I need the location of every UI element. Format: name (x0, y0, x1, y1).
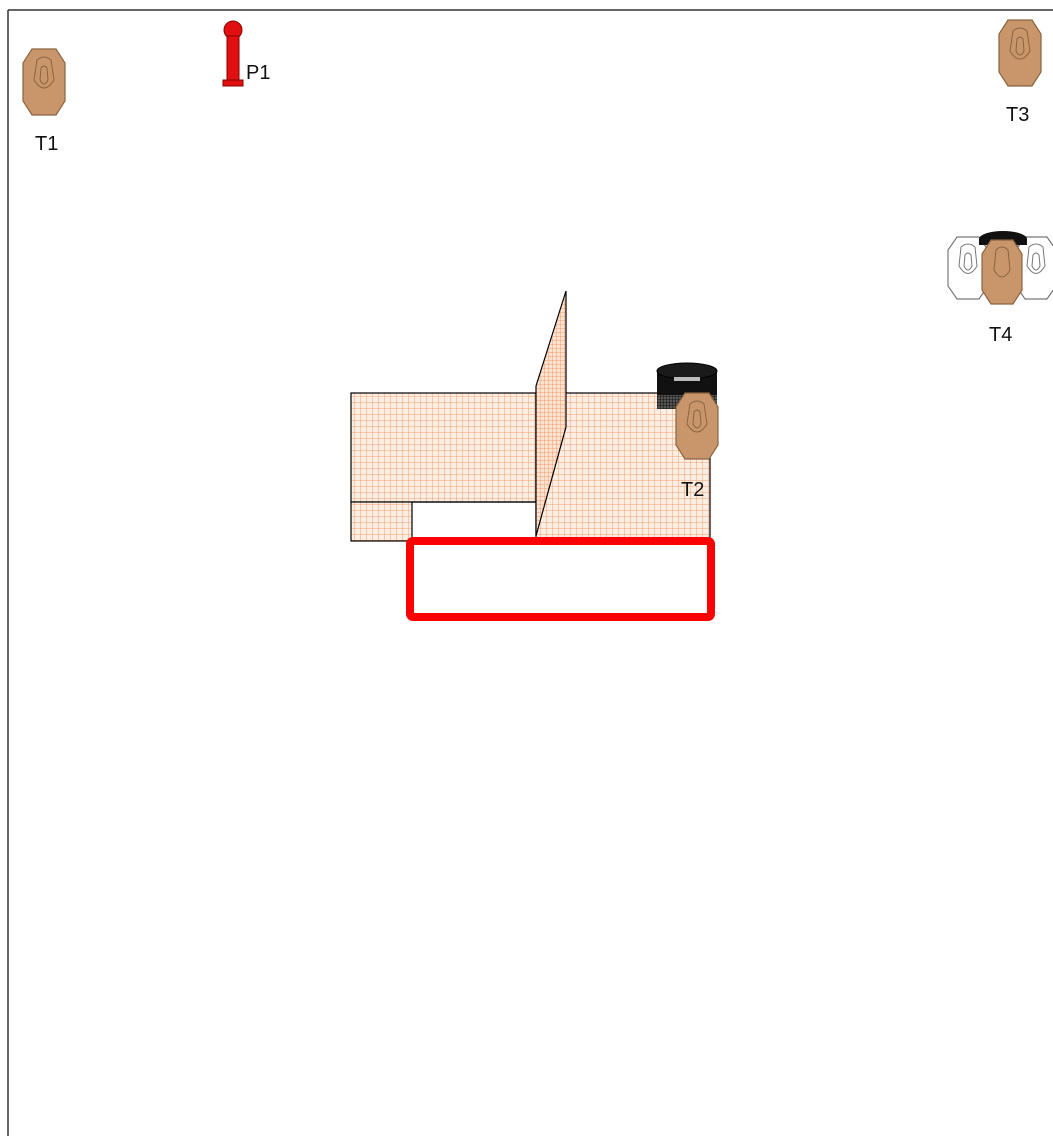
shooting-area-box (410, 541, 711, 617)
paper-target-icon (982, 240, 1022, 304)
paper-target-icon (999, 20, 1041, 86)
popper-icon (223, 21, 243, 86)
paper-target-icon (23, 49, 65, 115)
wall-left-upper (351, 393, 536, 502)
target-label-t2: T2 (681, 479, 704, 501)
target-t4: T4 (948, 231, 1053, 346)
target-t1: T1 (23, 49, 65, 155)
target-label-t4: T4 (989, 324, 1012, 346)
wall-structure (351, 291, 710, 541)
target-label-t3: T3 (1006, 104, 1029, 126)
wall-left-lower (351, 502, 412, 541)
popper-label-p1: P1 (246, 62, 270, 84)
target-label-t1: T1 (35, 133, 58, 155)
target-t3: T3 (999, 20, 1041, 126)
paper-target-icon (676, 393, 718, 459)
popper-p1: P1 (223, 21, 270, 86)
